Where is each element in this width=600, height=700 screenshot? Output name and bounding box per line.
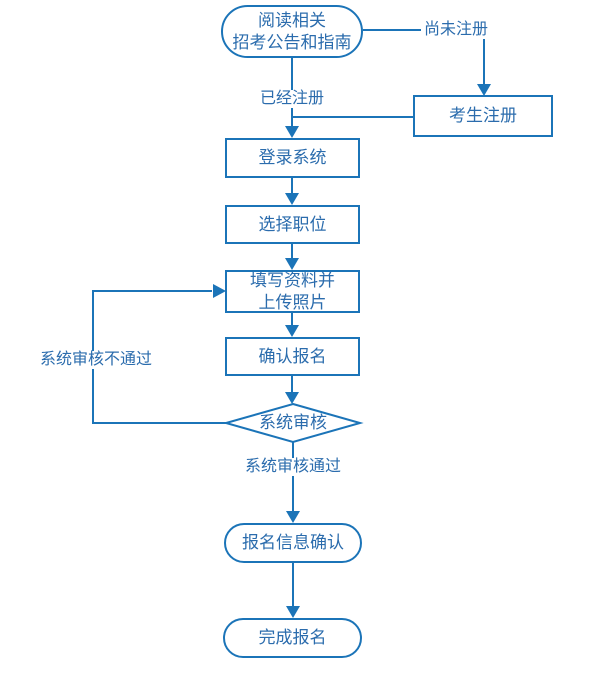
arrowheads	[213, 84, 491, 618]
arrowhead-loop-into-fill	[213, 284, 226, 298]
node-confirm-apply-label: 确认报名	[258, 346, 327, 366]
arrowhead-into-confirm	[285, 325, 299, 337]
node-read-notice: 阅读相关 招考公告和指南	[221, 5, 363, 58]
node-fill-info-line2: 上传照片	[258, 292, 327, 312]
node-login-system-label: 登录系统	[258, 148, 327, 167]
arrowhead-into-infoconfirm	[286, 511, 300, 523]
node-complete-apply: 完成报名	[223, 618, 362, 658]
arrowhead-into-review	[285, 392, 299, 404]
arrowhead-into-login	[285, 126, 299, 138]
arrowhead-into-register	[477, 84, 491, 96]
edge-label-registered: 已经注册	[256, 90, 328, 108]
node-read-notice-line2: 招考公告和指南	[232, 32, 352, 52]
edge-label-not-registered: 尚未注册	[420, 21, 492, 39]
arrowhead-into-select	[285, 193, 299, 205]
edge-label-review-passed: 系统审核通过	[241, 458, 345, 476]
node-complete-apply-label: 完成报名	[258, 628, 327, 647]
node-read-notice-line1: 阅读相关	[258, 10, 326, 30]
arrowhead-into-fill	[285, 258, 299, 270]
node-candidate-register-label: 考生注册	[449, 106, 517, 125]
node-login-system: 登录系统	[225, 138, 360, 178]
node-apply-info-confirm-label: 报名信息确认	[242, 533, 344, 552]
node-system-review-label: 系统审核	[259, 413, 327, 432]
edge-label-review-failed: 系统审核不通过	[36, 351, 156, 369]
node-apply-info-confirm: 报名信息确认	[224, 523, 362, 563]
node-fill-info-line1: 填写资料并	[250, 270, 335, 290]
node-fill-info: 填写资料并 上传照片	[225, 270, 360, 313]
node-confirm-apply: 确认报名	[225, 337, 360, 376]
node-candidate-register: 考生注册	[413, 95, 553, 137]
system-review-diamond-shape	[222, 402, 364, 444]
node-select-position-label: 选择职位	[258, 214, 327, 234]
node-select-position: 选择职位	[225, 205, 360, 244]
arrowhead-into-complete	[286, 606, 300, 618]
